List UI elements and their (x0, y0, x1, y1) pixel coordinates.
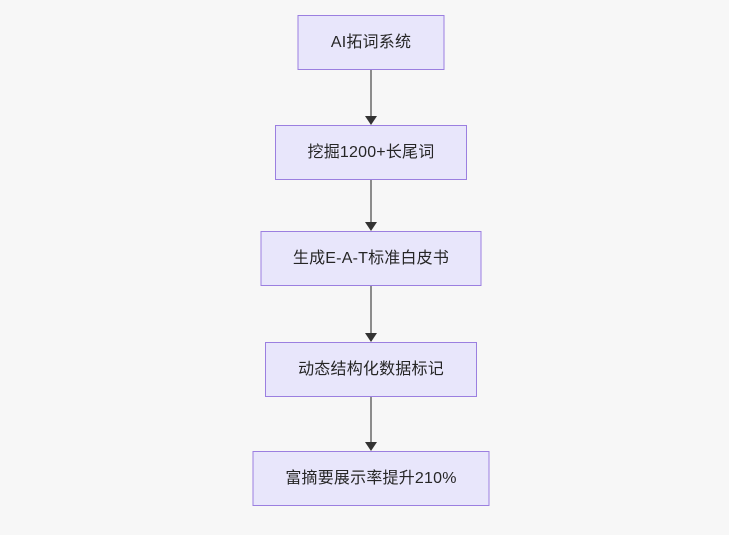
edge-line (370, 286, 372, 334)
flow-node-label: 动态结构化数据标记 (298, 360, 444, 378)
arrow-head-icon (365, 116, 377, 125)
flow-node-rich-snippet-rate-increase[interactable]: 富摘要展示率提升210% (252, 451, 490, 506)
flow-node-mine-longtail-keywords[interactable]: 挖掘1200+长尾词 (275, 125, 467, 180)
flow-node-label: 富摘要展示率提升210% (285, 469, 457, 487)
flow-edge-2 (362, 180, 380, 231)
arrow-head-icon (365, 222, 377, 231)
flow-edge-3 (362, 286, 380, 342)
flow-node-generate-eat-whitepaper[interactable]: 生成E-A-T标准白皮书 (260, 231, 482, 286)
flow-edge-1 (362, 70, 380, 125)
arrow-head-icon (365, 333, 377, 342)
flow-node-label: AI拓词系统 (330, 33, 412, 51)
flow-node-label: 生成E-A-T标准白皮书 (292, 249, 450, 267)
flow-node-ai-keyword-system[interactable]: AI拓词系统 (297, 15, 445, 70)
edge-line (370, 180, 372, 223)
flow-node-label: 挖掘1200+长尾词 (307, 143, 435, 161)
edge-line (370, 70, 372, 117)
edge-line (370, 397, 372, 443)
flow-node-dynamic-structured-data-markup[interactable]: 动态结构化数据标记 (265, 342, 477, 397)
arrow-head-icon (365, 442, 377, 451)
flow-edge-4 (362, 397, 380, 451)
